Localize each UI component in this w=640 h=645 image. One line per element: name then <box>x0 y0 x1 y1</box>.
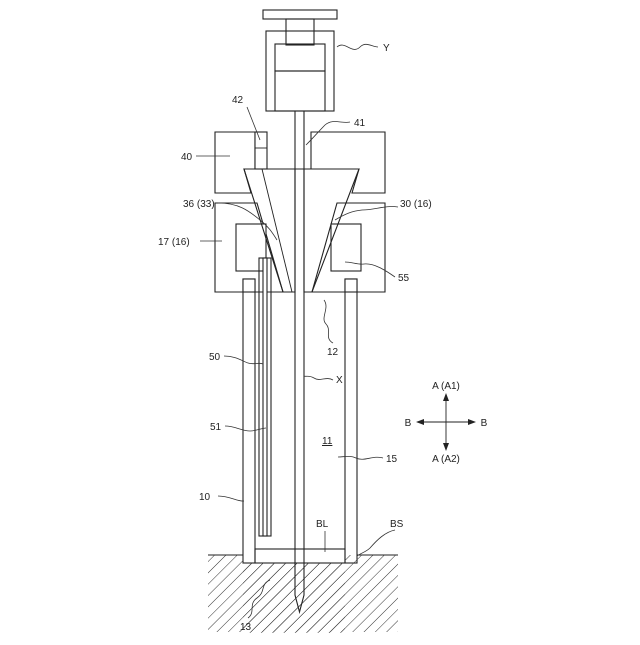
vent-tube-lumen-51 <box>263 258 267 536</box>
base-bs <box>208 555 398 633</box>
label-42: 42 <box>232 95 244 106</box>
label-17-16: 17 (16) <box>158 237 190 248</box>
tube-top-right <box>345 279 357 292</box>
tube-top-left <box>243 279 255 292</box>
compass-b-right-label: B <box>481 418 488 429</box>
arrow-right-icon <box>468 419 476 425</box>
plunger-head <box>263 10 337 19</box>
label-51: 51 <box>210 422 222 433</box>
syringe-content <box>275 71 325 111</box>
label-40: 40 <box>181 152 193 163</box>
container-10 <box>243 279 357 563</box>
tube-wall-left <box>243 279 255 563</box>
label-55: 55 <box>398 273 410 284</box>
label-12: 12 <box>327 347 339 358</box>
tube-wall-right <box>345 279 357 563</box>
label-bs: BS <box>390 519 404 530</box>
label-36-33: 36 (33) <box>183 199 215 210</box>
bottom-layer-bl <box>255 549 345 563</box>
vent-tube-50 <box>259 258 271 536</box>
compass-a1-label: A (A1) <box>432 381 460 392</box>
label-y: Y <box>383 43 390 54</box>
label-13: 13 <box>240 622 252 633</box>
compass-a2-label: A (A2) <box>432 454 460 465</box>
air-vent-42 <box>255 132 267 169</box>
label-11: 11 <box>322 436 333 447</box>
label-x: X <box>336 375 343 386</box>
label-30-16: 30 (16) <box>400 199 432 210</box>
label-50: 50 <box>209 352 221 363</box>
compass-b-left-label: B <box>405 418 412 429</box>
upper-block-right <box>311 132 385 193</box>
label-bl: BL <box>316 519 329 530</box>
label-41: 41 <box>354 118 366 129</box>
arrow-down-icon <box>443 443 449 451</box>
lower-block-17 <box>215 203 385 292</box>
needle-x <box>295 111 304 612</box>
arrow-left-icon <box>416 419 424 425</box>
syringe-y <box>263 10 337 111</box>
plunger-rod <box>286 19 314 45</box>
label-15: 15 <box>386 454 398 465</box>
needle-shaft <box>295 111 304 612</box>
label-10: 10 <box>199 492 211 503</box>
arrow-up-icon <box>443 393 449 401</box>
left-recess <box>236 224 266 271</box>
plunger-piston <box>275 44 325 71</box>
direction-compass: A (A1) A (A2) B B <box>405 381 488 465</box>
leader-lines <box>196 44 398 618</box>
upper-block-40 <box>215 132 385 193</box>
